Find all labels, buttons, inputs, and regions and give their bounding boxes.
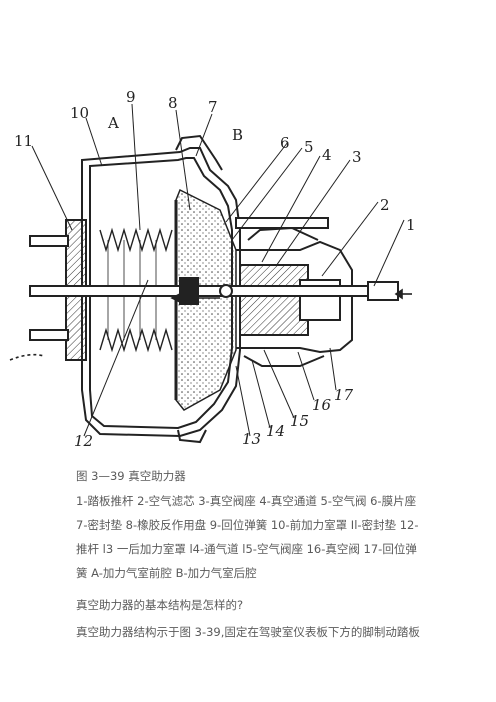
label-14: 14 <box>266 422 285 440</box>
label-8: 8 <box>168 94 178 112</box>
label-12: 12 <box>74 432 93 450</box>
label-16: 16 <box>312 396 332 414</box>
label-B: B <box>232 126 243 144</box>
label-5: 5 <box>304 138 314 156</box>
answer-paragraph: 真空助力器结构示于图 3-39,固定在驾驶室仪表板下方的脚制动踏板 <box>76 625 420 639</box>
vacuum-booster-diagram: 1 2 3 4 5 6 7 8 9 10 11 12 13 14 15 16 1… <box>0 90 496 452</box>
label-9: 9 <box>126 90 136 106</box>
question-heading: 真空助力器的基本结构是怎样的? <box>76 598 244 612</box>
label-1: 1 <box>406 216 416 234</box>
label-10: 10 <box>70 104 89 122</box>
label-15: 15 <box>290 412 309 430</box>
part-labels: 1 2 3 4 5 6 7 8 9 10 11 12 13 14 15 16 1… <box>14 90 416 450</box>
leader-lines <box>31 103 405 437</box>
label-2: 2 <box>380 196 390 214</box>
label-17: 17 <box>334 386 354 404</box>
label-6: 6 <box>280 134 290 152</box>
label-7: 7 <box>208 98 218 116</box>
figure-legend: 1-踏板推杆 2-空气滤芯 3-真空阀座 4-真空通道 5-空气阀 6-膜片座 … <box>76 494 419 580</box>
valve-housing <box>236 226 353 367</box>
label-A: A <box>107 114 119 132</box>
label-4: 4 <box>322 146 332 164</box>
label-11: 11 <box>14 132 33 150</box>
figure-caption: 图 3—39 真空助力器 <box>76 469 186 483</box>
label-13: 13 <box>242 430 261 448</box>
flow-arrows <box>9 288 412 361</box>
label-3: 3 <box>352 148 362 166</box>
